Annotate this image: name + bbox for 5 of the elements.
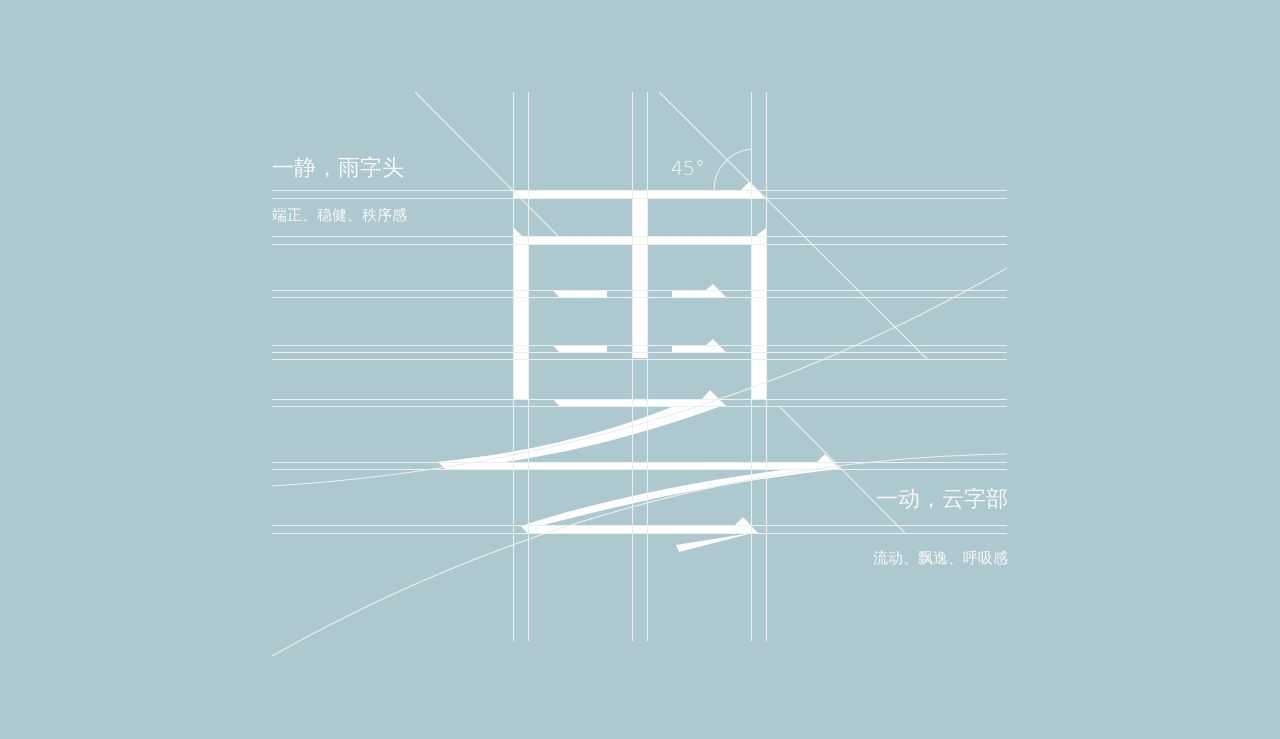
section-heading: 一动，云字部 bbox=[876, 488, 1008, 510]
angle-label: 45° bbox=[671, 159, 705, 178]
section-heading: 一静，雨字头 bbox=[272, 157, 404, 179]
description-text: 流动、飘逸、呼吸感 bbox=[873, 551, 1008, 566]
description-text: 端正、稳健、秩序感 bbox=[272, 208, 407, 223]
